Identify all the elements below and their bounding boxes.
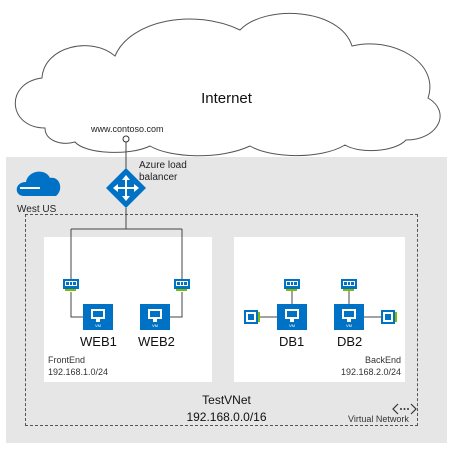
db1-nic-side-icon	[244, 310, 260, 324]
db2-vm-icon	[334, 304, 364, 330]
web1-vm-icon	[83, 304, 113, 330]
backend-subnet-label: BackEnd 192.168.2.0/24	[337, 354, 401, 378]
endpoint-dot	[122, 135, 130, 143]
web2-nic-icon	[174, 279, 190, 291]
load-balancer-label-line1: Azure load	[139, 160, 187, 171]
backend-subnet-address: 192.168.2.0/24	[340, 367, 401, 377]
region-label: West US	[17, 204, 57, 215]
web2-label: WEB2	[138, 334, 175, 349]
endpoint-url: www.contoso.com	[91, 124, 164, 134]
db1-nic-top-icon	[284, 279, 300, 291]
db1-label: DB1	[279, 334, 305, 349]
backend-subnet-name: BackEnd	[364, 355, 401, 365]
subnet-backend	[234, 237, 405, 382]
subnet-frontend	[44, 237, 212, 382]
vnet-address: 192.168.0.0/16	[186, 410, 267, 424]
db2-nic-top-icon	[341, 279, 357, 291]
virtual-network-icon	[392, 403, 417, 415]
vnet-label: TestVNet 192.168.0.0/16	[0, 392, 453, 426]
load-balancer-label: Azure load balancer	[139, 160, 187, 184]
vnet-name: TestVNet	[202, 393, 251, 407]
frontend-subnet-label: FrontEnd 192.168.1.0/24	[48, 354, 108, 378]
web2-vm-icon	[140, 304, 170, 330]
web1-nic-icon	[63, 279, 79, 291]
db2-nic-side-icon	[381, 310, 397, 324]
virtual-network-tag: Virtual Network	[348, 414, 409, 424]
region-cloud-icon	[16, 171, 61, 196]
frontend-subnet-name: FrontEnd	[48, 355, 86, 365]
web1-label: WEB1	[80, 334, 117, 349]
db2-label: DB2	[337, 334, 363, 349]
virtual-network-boundary	[25, 214, 418, 426]
load-balancer-icon	[106, 168, 146, 208]
internet-label: Internet	[201, 90, 252, 107]
db1-vm-icon	[277, 304, 307, 330]
internet-cloud	[14, 13, 441, 157]
frontend-subnet-address: 192.168.1.0/24	[48, 367, 109, 377]
load-balancer-label-line2: balancer	[139, 172, 178, 183]
